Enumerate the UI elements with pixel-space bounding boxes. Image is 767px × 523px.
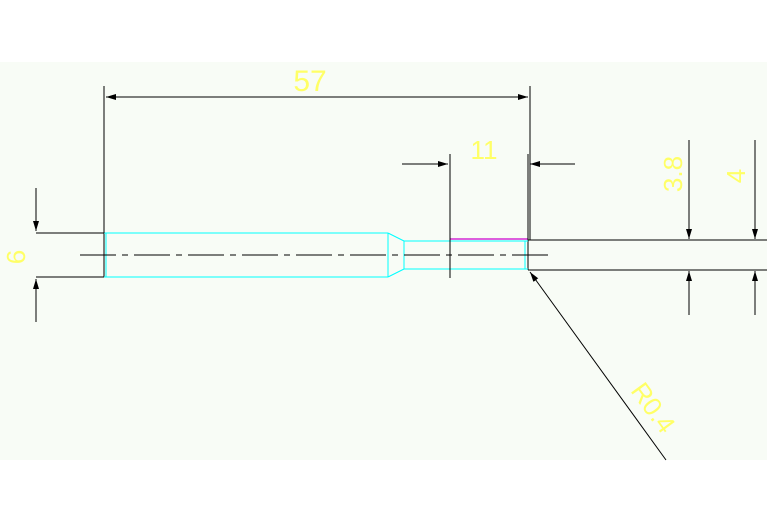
dimension-label-neck-diameter: 3.8 (658, 156, 688, 192)
dimension-label-tip-length: 11 (471, 135, 498, 165)
dimension-corner-radius (529, 271, 667, 461)
dimension-label-overall-length: 57 (293, 65, 326, 98)
drawing-area (0, 62, 767, 460)
dimension-tip-length (402, 154, 575, 278)
shank-body (104, 232, 528, 278)
dimension-label-tip-diameter: 4 (721, 169, 751, 183)
dimension-label-shank-diameter: 6 (1, 250, 31, 264)
